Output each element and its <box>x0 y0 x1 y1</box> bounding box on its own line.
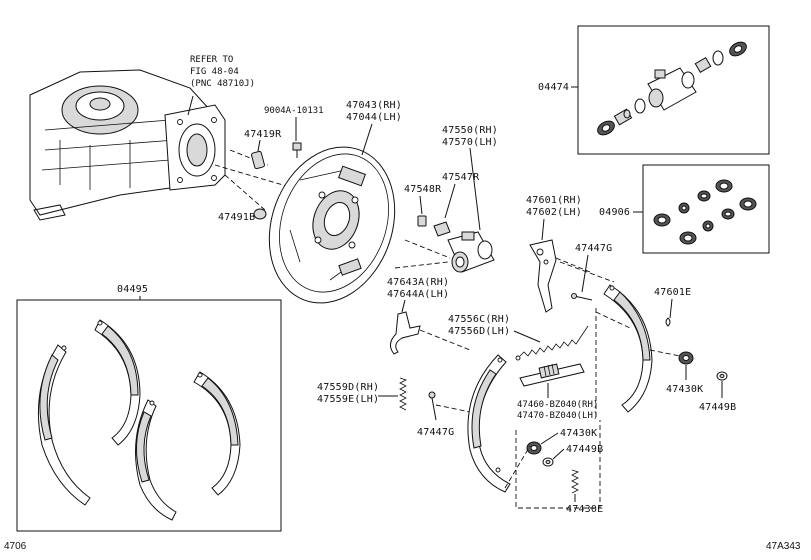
label-47430e: 47430E <box>566 504 603 515</box>
adjuster-assembly-drawing <box>519 363 585 387</box>
reference-note-line-3: (PNC 48710J) <box>190 79 255 89</box>
hold-down-plate-drawing <box>390 311 421 355</box>
pin-47447g-top-drawing <box>571 293 593 301</box>
label-47447g-top: 47447G <box>575 243 612 254</box>
label-47556d-lh: 47556D(LH) <box>448 326 510 337</box>
washer-right-drawing <box>716 371 728 381</box>
cylinder-kit-04474-drawing <box>597 41 747 136</box>
label-47547r: 47547R <box>442 172 480 183</box>
label-47644a-lh: 47644A(LH) <box>387 289 449 300</box>
hold-down-spring-drawing <box>399 377 408 411</box>
label-47602-lh: 47602(LH) <box>526 207 582 218</box>
label-9004a: 9004A-10131 <box>264 106 324 116</box>
trailing-shoe-drawing <box>603 284 653 413</box>
label-47449b-right: 47449B <box>699 402 736 413</box>
label-04906: 04906 <box>599 207 630 218</box>
label-47419r: 47419R <box>244 129 282 140</box>
reference-note-line-1: REFER TO <box>190 55 233 65</box>
brake-shoe-set-drawing <box>37 319 241 521</box>
kit-box-04906 <box>642 164 770 254</box>
plug-47491b-drawing <box>253 208 267 220</box>
label-47570-lh: 47570(LH) <box>442 137 498 148</box>
leading-shoe-drawing <box>467 354 511 493</box>
label-47556c-rh: 47556C(RH) <box>448 314 510 325</box>
axle-housing-drawing <box>29 69 226 221</box>
label-47044-lh: 47044(LH) <box>346 112 402 123</box>
label-47601e: 47601E <box>654 287 691 298</box>
seal-kit-04906-drawing <box>653 179 757 245</box>
label-47559e-lh: 47559E(LH) <box>317 394 379 405</box>
label-47643a-rh: 47643A(RH) <box>387 277 449 288</box>
bleeder-screw-drawing <box>417 215 427 227</box>
label-47601-rh: 47601(RH) <box>526 195 582 206</box>
label-47548r: 47548R <box>404 184 442 195</box>
footer-illustration-code: 47A343 <box>766 541 801 552</box>
label-04474: 04474 <box>538 82 569 93</box>
return-spring-drawing <box>515 325 589 361</box>
label-47447g-bottom: 47447G <box>417 427 454 438</box>
label-47449b-bottom: 47449B <box>566 444 603 455</box>
kit-box-04495 <box>16 299 282 532</box>
label-47430k-bottom: 47430K <box>560 428 597 439</box>
hold-down-cup-right-drawing <box>678 351 694 365</box>
pin-47419r-drawing <box>251 150 265 170</box>
spring-47430e-drawing <box>571 469 580 494</box>
clip-47601e-drawing <box>665 317 671 327</box>
washer-bottom-drawing <box>542 457 554 467</box>
label-47430k-right: 47430K <box>666 384 703 395</box>
backing-plate-drawing <box>268 146 396 304</box>
label-47491b: 47491B <box>218 212 255 223</box>
footer-figure-number: 4706 <box>4 541 27 552</box>
label-47559d-rh: 47559D(RH) <box>317 382 379 393</box>
pin-47447g-bottom-drawing <box>428 391 437 421</box>
wheel-cylinder-drawing <box>447 231 495 273</box>
hold-down-cup-bottom-drawing <box>526 441 542 455</box>
kit-box-04474 <box>577 25 770 155</box>
label-47460-rh: 47460-BZ040(RH) <box>517 400 598 410</box>
parking-lever-drawing <box>529 239 557 313</box>
bolt-9004a-drawing <box>292 142 302 158</box>
label-04495: 04495 <box>117 284 148 295</box>
label-47470-lh: 47470-BZ040(LH) <box>517 411 598 421</box>
reference-note-line-2: FIG 48-04 <box>190 67 239 77</box>
bleeder-cap-drawing <box>433 221 451 237</box>
label-47550-rh: 47550(RH) <box>442 125 498 136</box>
label-47043-rh: 47043(RH) <box>346 100 402 111</box>
